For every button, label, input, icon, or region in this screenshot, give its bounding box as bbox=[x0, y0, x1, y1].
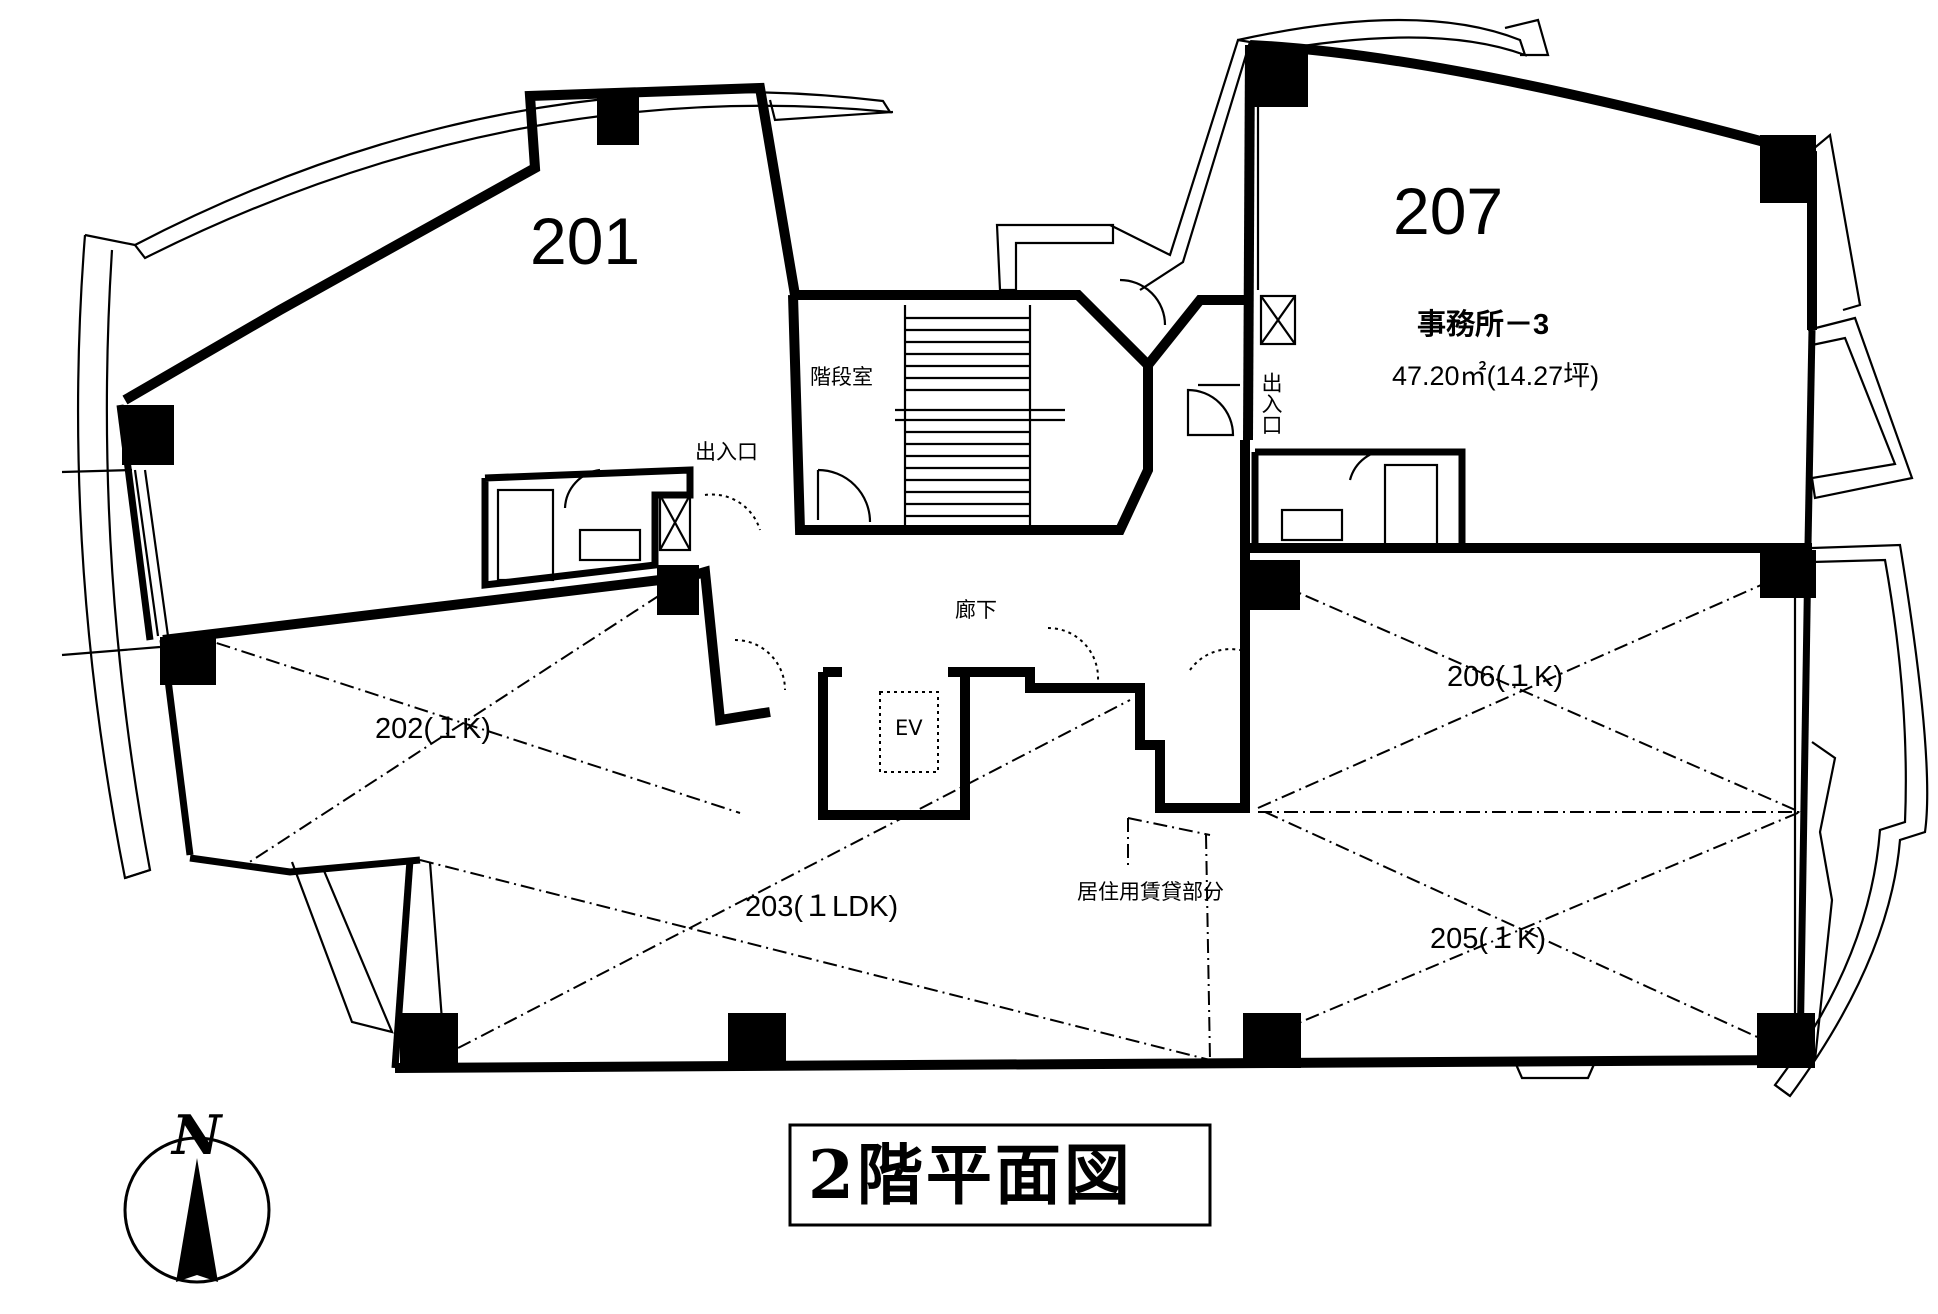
unit-206-label: 206(１K) bbox=[1447, 661, 1564, 693]
interior-lines bbox=[133, 60, 1797, 1061]
north-arrow bbox=[123, 1136, 271, 1284]
unit-202-label: 202(１K) bbox=[375, 713, 492, 745]
unit-203-label: 203(１LDK) bbox=[745, 891, 899, 923]
balconies bbox=[61, 18, 1929, 1098]
title-frame bbox=[788, 1123, 1212, 1227]
page-title: 2階平面図 bbox=[808, 1136, 1133, 1214]
columns bbox=[122, 45, 1816, 1068]
unit-207-label: 207 bbox=[1393, 174, 1504, 248]
stair-room-label: 階段室 bbox=[810, 365, 873, 389]
elevator-label: EV bbox=[895, 716, 923, 740]
compass-label: N bbox=[172, 1103, 222, 1167]
corridor-label: 廊下 bbox=[955, 598, 997, 622]
unit-207-use: 事務所－3 bbox=[1417, 309, 1550, 341]
entrance-207-label: 出入口 bbox=[1259, 372, 1283, 435]
unit-201-label: 201 bbox=[530, 204, 641, 278]
unit-207-area: 47.20㎡(14.27坪) bbox=[1392, 361, 1600, 391]
unit-205-label: 205(１K) bbox=[1430, 923, 1547, 955]
entrance-201-label: 出入口 bbox=[695, 440, 758, 464]
walls bbox=[116, 40, 1817, 1073]
room-diagonals bbox=[191, 569, 1801, 1061]
residential-lease-label: 居住用賃貸部分 bbox=[1077, 880, 1224, 904]
stair-treads bbox=[895, 305, 1065, 528]
